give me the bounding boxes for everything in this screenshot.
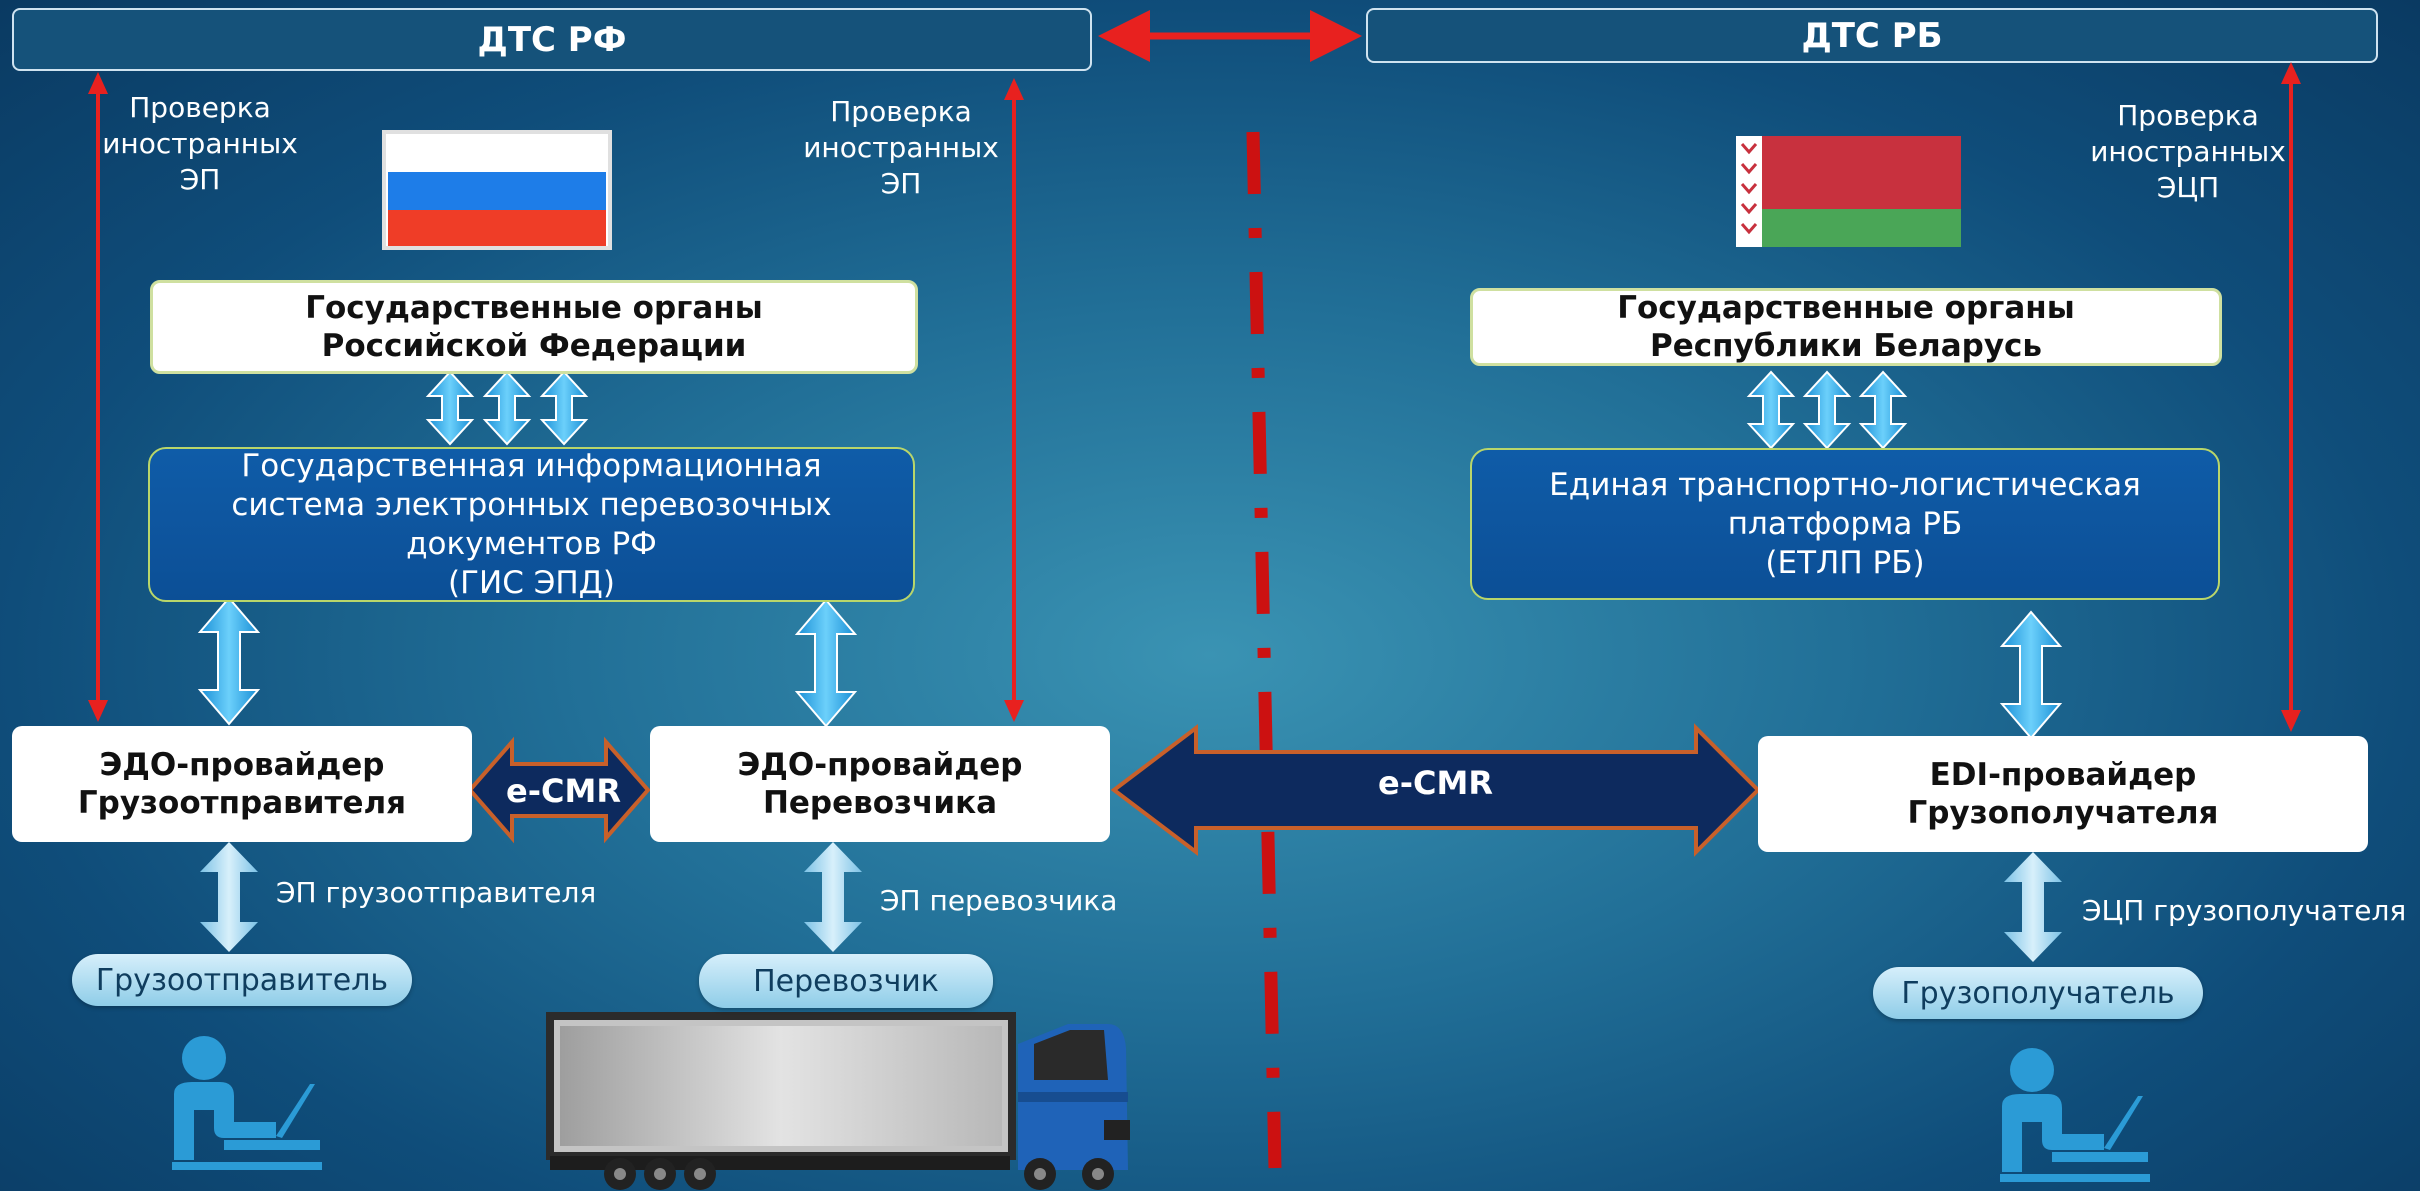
check-note-line: Проверка xyxy=(2117,99,2259,132)
gov-bodies-rf: Государственные органы Российской Федера… xyxy=(150,280,918,374)
ecmr-label-small: e-CMR xyxy=(506,772,621,810)
truck-icon xyxy=(546,1012,1130,1190)
gov-bodies-rb: Государственные органы Республики Белару… xyxy=(1470,288,2222,366)
provider-consignee-line: EDI-провайдер xyxy=(1929,757,2197,793)
arrow-consignee-sig xyxy=(2004,852,2062,962)
gis-epd-line: (ГИС ЭПД) xyxy=(448,564,615,601)
arrow-dts-rf-rb xyxy=(1098,10,1362,62)
etlp-line: Единая транспортно-логистическая xyxy=(1549,466,2141,503)
border-line xyxy=(1246,131,1282,1169)
gis-epd-line: документов РФ xyxy=(406,525,657,562)
actor-consignee-label: Грузополучатель xyxy=(1901,975,2175,1011)
russia-flag-icon xyxy=(382,130,612,250)
check-note-rf-left: Проверка иностранных ЭП xyxy=(100,90,300,198)
gis-epd-line: Государственная информационная xyxy=(241,447,822,484)
check-note-rf-right: Проверка иностранных ЭП xyxy=(801,94,1001,202)
provider-carrier-line: ЭДО-провайдер xyxy=(737,747,1023,783)
check-note-line: ЭП xyxy=(179,163,221,196)
provider-consignee-line: Грузополучателя xyxy=(1907,795,2219,831)
arrow-check-rf-right xyxy=(1004,78,1024,722)
provider-shipper-line: Грузоотправителя xyxy=(77,785,407,821)
actor-carrier: Перевозчик xyxy=(699,954,993,1008)
gov-bodies-rb-line: Государственные органы xyxy=(1617,290,2075,326)
arrow-carrier-sig xyxy=(804,842,862,952)
sig-shipper-label: ЭП грузоотправителя xyxy=(276,876,597,909)
header-dts-rb: ДТС РБ xyxy=(1366,8,2378,63)
check-note-line: Проверка xyxy=(830,95,972,128)
user-at-laptop-icon xyxy=(2000,1048,2150,1182)
check-note-rb: Проверка иностранных ЭЦП xyxy=(2088,98,2288,206)
arrows-gov-gis-rf xyxy=(425,370,589,446)
etlp-line: платформа РБ xyxy=(1727,505,1963,542)
check-note-line: иностранных xyxy=(102,127,298,160)
header-dts-rf: ДТС РФ xyxy=(12,8,1092,71)
arrow-gis-carrier xyxy=(794,598,858,728)
gov-bodies-rf-line: Российской Федерации xyxy=(321,328,747,364)
provider-carrier-line: Перевозчика xyxy=(762,785,998,821)
arrow-check-rf-left xyxy=(88,72,108,722)
provider-shipper-line: ЭДО-провайдер xyxy=(99,747,385,783)
actor-consignee: Грузополучатель xyxy=(1873,967,2203,1019)
arrow-shipper-sig xyxy=(200,842,258,952)
sig-carrier-label: ЭП перевозчика xyxy=(880,884,1118,917)
user-at-laptop-icon xyxy=(172,1036,322,1170)
actor-carrier-label: Перевозчик xyxy=(753,963,939,999)
check-note-line: ЭЦП xyxy=(2156,171,2220,204)
provider-shipper: ЭДО-провайдер Грузоотправителя xyxy=(12,726,472,842)
sig-consignee-label: ЭЦП грузополучателя xyxy=(2082,894,2407,927)
etlp-system: Единая транспортно-логистическая платфор… xyxy=(1470,448,2220,600)
check-note-line: иностранных xyxy=(2090,135,2286,168)
arrow-gis-shipper xyxy=(197,596,261,726)
ecmr-label-big: e-CMR xyxy=(1378,764,1493,802)
arrow-etlp-consignee xyxy=(1999,610,2063,740)
check-note-line: Проверка xyxy=(129,91,271,124)
gis-epd-system: Государственная информационная система э… xyxy=(148,447,915,602)
provider-carrier: ЭДО-провайдер Перевозчика xyxy=(650,726,1110,842)
actor-shipper-label: Грузоотправитель xyxy=(95,962,389,998)
check-note-line: иностранных xyxy=(803,131,999,164)
provider-consignee: EDI-провайдер Грузополучателя xyxy=(1758,736,2368,852)
gis-epd-line: система электронных перевозочных xyxy=(231,486,832,523)
arrows-gov-etlp-rb xyxy=(1746,370,1908,450)
ecmr-arrow-small xyxy=(467,736,651,844)
gov-bodies-rb-line: Республики Беларусь xyxy=(1649,328,2043,364)
actor-shipper: Грузоотправитель xyxy=(72,954,412,1006)
check-note-line: ЭП xyxy=(880,167,922,200)
etlp-line: (ЕТЛП РБ) xyxy=(1765,544,1925,581)
arrow-check-rb xyxy=(2281,62,2301,732)
header-dts-rb-label: ДТС РБ xyxy=(1801,15,1943,56)
gov-bodies-rf-line: Государственные органы xyxy=(305,290,763,326)
belarus-flag-icon xyxy=(1736,136,1961,247)
header-dts-rf-label: ДТС РФ xyxy=(477,19,627,60)
